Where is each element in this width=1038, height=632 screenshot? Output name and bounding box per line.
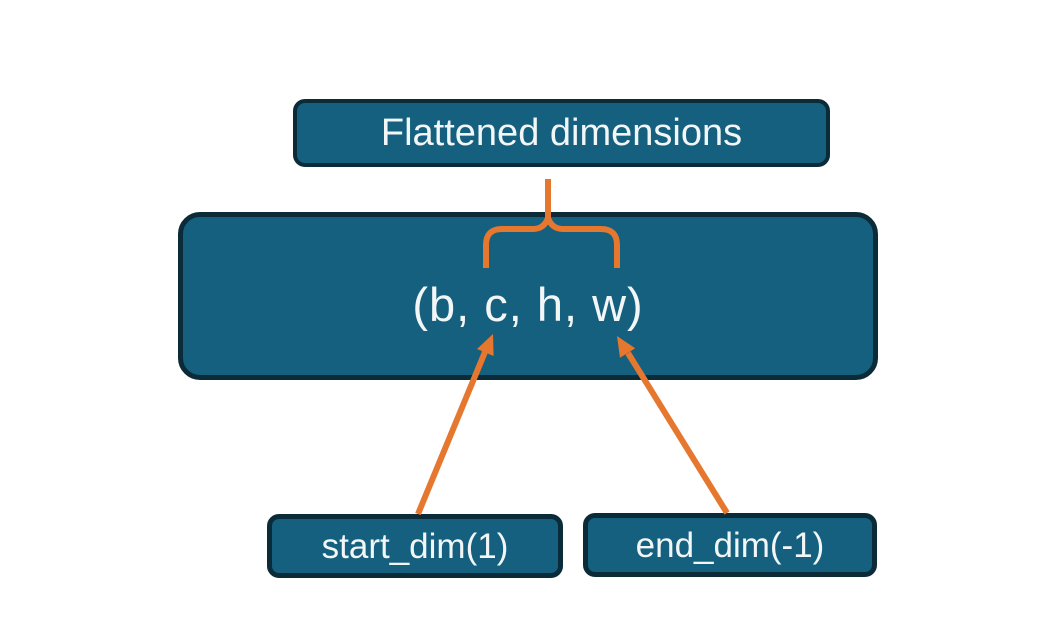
start-dim-box: start_dim(1) (267, 514, 563, 578)
tensor-shape-box: (b, c, h, w) (178, 212, 878, 380)
end-dim-label: end_dim(-1) (635, 525, 825, 565)
flattened-dimensions-box: Flattened dimensions (293, 99, 830, 167)
flattened-dimensions-label: Flattened dimensions (380, 112, 743, 154)
start-dim-label: start_dim(1) (321, 526, 509, 566)
tensor-shape-label: (b, c, h, w) (412, 277, 644, 331)
end-dim-box: end_dim(-1) (583, 513, 877, 577)
